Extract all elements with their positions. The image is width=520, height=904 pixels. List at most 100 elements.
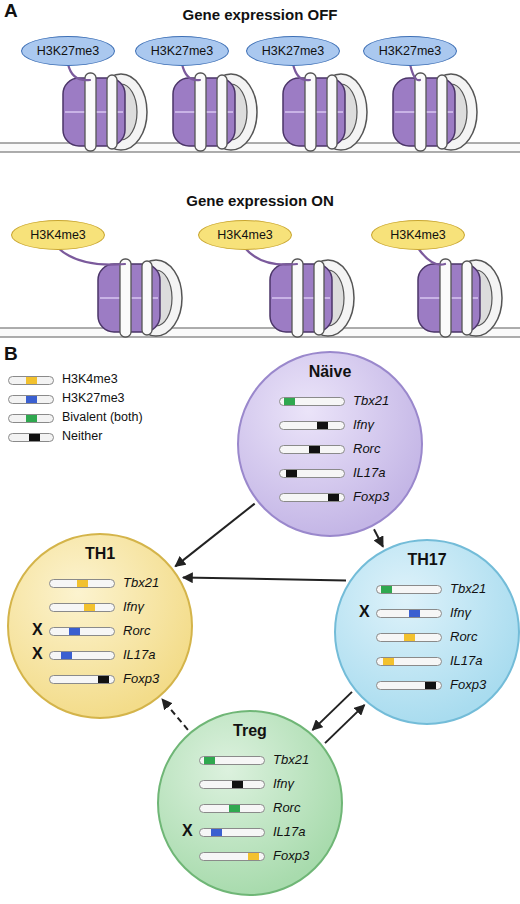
histone-mark-band	[204, 757, 215, 764]
panel-heading: Gene expression ON	[0, 192, 520, 209]
gene-name: Foxp3	[450, 677, 486, 692]
histone-mark-band	[404, 634, 415, 641]
gene-locus-bar	[279, 397, 345, 406]
cell-state-circle: TH17Tbx21XIfnγRorcIL17aFoxp3	[334, 539, 520, 725]
histone-tail	[245, 248, 297, 265]
histone-mark-band	[232, 781, 243, 788]
gene-name: Tbx21	[273, 752, 309, 767]
gene-locus-bar	[279, 421, 345, 430]
histone-mark-band	[425, 682, 436, 689]
mark-name: H3K27me3	[379, 44, 442, 58]
gene-name: Rorc	[273, 800, 300, 815]
legend-swatch	[29, 434, 40, 441]
histone-mark-oval: H3K4me3	[11, 220, 105, 250]
legend-bar	[8, 376, 54, 385]
legend-bar	[8, 395, 54, 404]
gene-name: Foxp3	[273, 848, 309, 863]
silenced-mark: X	[359, 603, 370, 621]
legend-swatch	[26, 415, 37, 422]
differentiation-arrow	[325, 705, 365, 743]
histone-mark-band	[284, 398, 295, 405]
legend-bar	[8, 414, 54, 423]
histone-mark-band	[77, 580, 88, 587]
histone-mark-oval: H3K27me3	[363, 36, 457, 66]
legend-text: Neither	[62, 429, 102, 443]
legend-swatch	[26, 377, 37, 384]
gene-name: Foxp3	[353, 489, 389, 504]
histone-mark-band	[69, 628, 80, 635]
gene-locus-bar	[49, 651, 115, 660]
histone-tail	[410, 64, 420, 80]
panel-letter: A	[4, 0, 18, 22]
gene-locus-bar	[49, 627, 115, 636]
mark-name: H3K27me3	[262, 44, 325, 58]
histone-mark-band	[409, 610, 420, 617]
histone-mark-oval: H3K4me3	[371, 220, 465, 250]
gene-name: Tbx21	[353, 393, 389, 408]
nucleosome	[270, 259, 354, 337]
gene-name: Ifnγ	[123, 599, 144, 614]
gene-locus-bar	[279, 469, 345, 478]
gene-name: Ifnγ	[273, 776, 294, 791]
silenced-mark: X	[32, 621, 43, 639]
gene-locus-bar	[49, 675, 115, 684]
cell-state-circle: TregTbx21IfnγRorcX IL17aFoxp3	[157, 710, 343, 896]
gene-locus-bar	[199, 828, 265, 837]
cell-type-title: Näive	[239, 363, 421, 381]
gene-name: Rorc	[450, 629, 477, 644]
gene-locus-bar	[376, 585, 442, 594]
legend-text: Bivalent (both)	[62, 410, 143, 424]
differentiation-arrow	[183, 578, 346, 581]
histone-tail	[58, 248, 125, 265]
panel-heading: Gene expression OFF	[0, 6, 520, 23]
histone-mark-band	[317, 422, 328, 429]
silenced-mark: X	[32, 645, 43, 663]
gene-locus-bar	[376, 609, 442, 618]
legend-text: H3K27me3	[62, 391, 125, 405]
gene-name: IL17a	[123, 647, 156, 662]
histone-mark-band	[98, 676, 109, 683]
histone-mark-band	[309, 446, 320, 453]
histone-mark-band	[383, 658, 394, 665]
nucleosome	[283, 73, 367, 151]
histone-mark-oval: H3K4me3	[198, 220, 292, 250]
differentiation-arrow	[374, 529, 383, 546]
nucleosome	[98, 259, 182, 337]
gene-locus-bar	[376, 633, 442, 642]
histone-mark-band	[381, 586, 392, 593]
gene-locus-bar	[199, 804, 265, 813]
differentiation-arrow	[175, 504, 254, 567]
histone-mark-band	[61, 652, 72, 659]
mark-name: H3K27me3	[37, 44, 100, 58]
histone-mark-oval: H3K27me3	[135, 36, 229, 66]
legend-text: H3K4me3	[62, 372, 118, 386]
histone-tail	[182, 64, 200, 80]
mark-name: H3K4me3	[30, 228, 86, 242]
histone-mark-band	[328, 494, 339, 501]
silenced-mark: X	[182, 822, 193, 840]
differentiation-arrow	[313, 692, 353, 730]
panel-letter: B	[4, 343, 18, 365]
differentiation-arrow	[162, 699, 188, 730]
gene-name: Tbx21	[450, 581, 486, 596]
histone-mark-band	[286, 470, 297, 477]
gene-name: Ifnγ	[353, 417, 374, 432]
histone-mark-band	[229, 805, 240, 812]
gene-locus-bar	[279, 445, 345, 454]
gene-name: IL17a	[273, 824, 306, 839]
gene-name: IL17a	[450, 653, 483, 668]
cell-type-title: Treg	[159, 722, 341, 740]
gene-locus-bar	[376, 657, 442, 666]
histone-tail	[68, 64, 90, 80]
cell-type-title: TH17	[336, 551, 518, 569]
legend-bar	[8, 433, 54, 442]
cell-type-title: TH1	[9, 545, 191, 563]
gene-locus-bar	[279, 493, 345, 502]
gene-locus-bar	[199, 780, 265, 789]
histone-mark-oval: H3K27me3	[246, 36, 340, 66]
mark-name: H3K4me3	[390, 228, 446, 242]
nucleosome	[173, 73, 257, 151]
cell-state-circle: TH1Tbx21IfnγXRorcXIL17aFoxp3	[7, 533, 193, 719]
gene-locus-bar	[49, 603, 115, 612]
histone-mark-band	[84, 604, 95, 611]
